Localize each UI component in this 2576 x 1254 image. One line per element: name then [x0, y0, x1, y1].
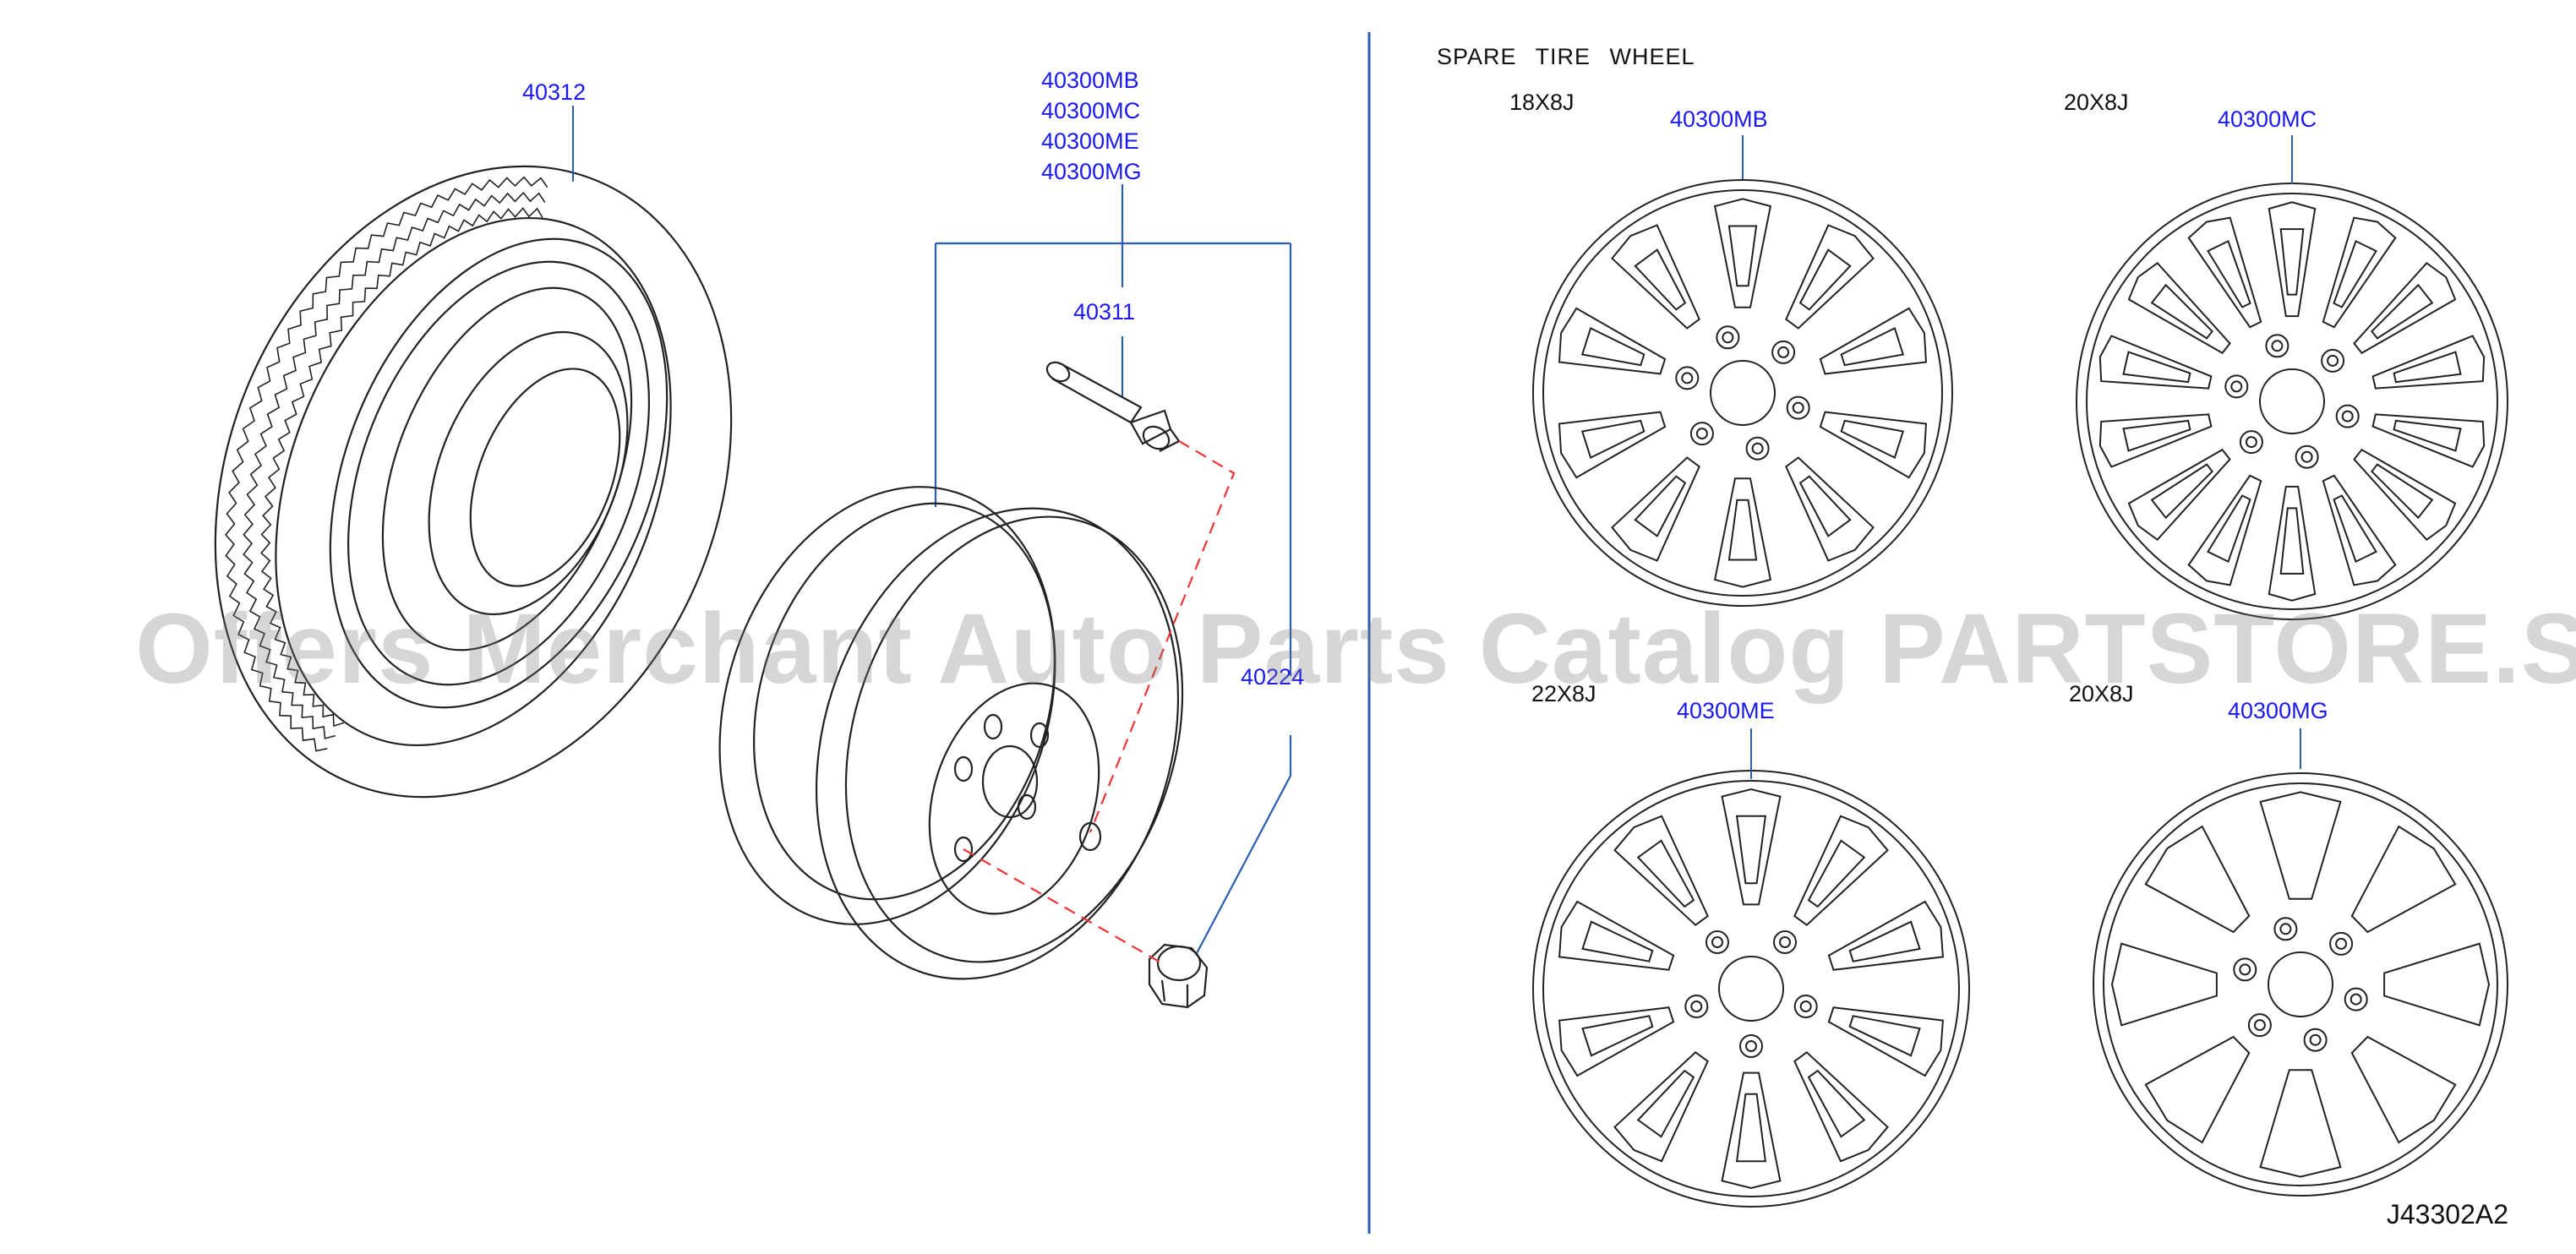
callout-wheel-mc[interactable]: 40300MC — [1041, 98, 1141, 123]
wheel-callout-bracket — [934, 184, 1292, 956]
installation-dashed-lines — [963, 440, 1236, 964]
spare-wheel-2 — [2076, 183, 2508, 620]
spare-wheel-leaders — [1742, 135, 2301, 779]
spare-wheel-1 — [1532, 179, 1953, 607]
spare-part-3[interactable]: 40300ME — [1677, 698, 1775, 723]
callout-wheel-mb[interactable]: 40300MB — [1041, 68, 1139, 93]
spare-section-title: SPARE TIRE WHEEL — [1437, 44, 1695, 69]
wheel-size-1: 18X8J — [1509, 90, 1575, 115]
wheel-size-2: 20X8J — [2064, 90, 2129, 115]
spare-wheel-4 — [2093, 772, 2508, 1197]
callout-wheel-me[interactable]: 40300ME — [1041, 128, 1139, 154]
callout-valve[interactable]: 40311 — [1073, 299, 1136, 324]
diagram-code: J43302A2 — [2386, 1199, 2508, 1229]
wheel-size-4: 20X8J — [2069, 681, 2134, 706]
tire-tread-pattern — [225, 176, 548, 752]
tire-drawing — [214, 165, 733, 799]
spare-wheel-3 — [1532, 770, 1970, 1208]
spare-part-4[interactable]: 40300MG — [2228, 698, 2328, 723]
spare-wheels — [1532, 179, 2508, 1208]
callout-nut[interactable]: 40224 — [1241, 664, 1305, 690]
steel-wheel-drawing — [718, 486, 1184, 980]
lug-nut-drawing — [1148, 943, 1209, 1009]
spare-part-2[interactable]: 40300MC — [2218, 106, 2317, 132]
wheel-size-3: 22X8J — [1531, 681, 1596, 706]
callout-wheel-mg[interactable]: 40300MG — [1041, 159, 1142, 184]
valve-stem-drawing — [1045, 361, 1181, 452]
spare-part-1[interactable]: 40300MB — [1670, 106, 1768, 132]
callout-tire[interactable]: 40312 — [522, 79, 587, 105]
